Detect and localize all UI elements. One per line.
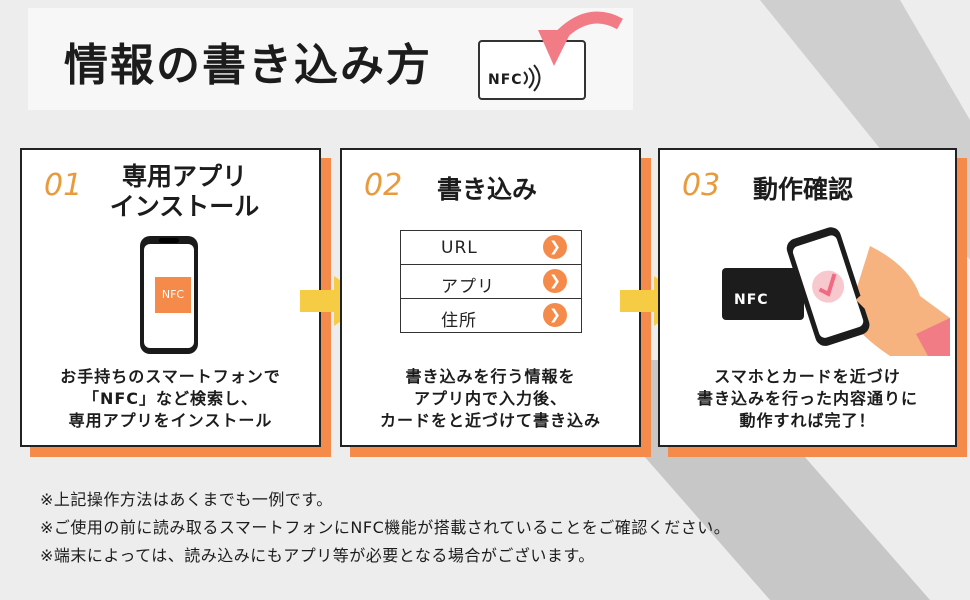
chevron-right-icon[interactable]: ❯: [543, 235, 567, 259]
nfc-app-icon: NFC: [155, 277, 191, 313]
step-1-panel: 01 専用アプリ インストール NFC お手持ちのスマートフォンで 「NFC」な…: [20, 148, 321, 447]
step-1-number: 01: [44, 168, 83, 203]
smartphone-icon: NFC: [140, 236, 198, 354]
phone-screen: NFC: [144, 244, 194, 348]
title-card-label: NFC: [488, 72, 523, 88]
chevron-right-icon[interactable]: ❯: [543, 303, 567, 327]
step-1-heading: 専用アプリ インストール: [82, 162, 287, 222]
note-item: ※上記操作方法はあくまでも一例です。: [40, 490, 333, 509]
step-3-desc-line1: スマホとカードを近づけ: [714, 367, 901, 386]
phone-tap-illustration: [722, 227, 950, 356]
phone-notch: [159, 238, 179, 243]
step-3-desc-line2: 書き込みを行った内容通りに: [696, 389, 918, 408]
step-3-description: スマホとカードを近づけ 書き込みを行った内容通りに 動作すれば完了！: [660, 366, 955, 432]
nfc-card-icon: NFC: [478, 40, 586, 100]
menu-item-label: アプリ: [441, 277, 495, 297]
step-1-desc-line2: 「NFC」など検索し、: [82, 389, 259, 408]
step-2-desc-line1: 書き込みを行う情報を: [405, 367, 576, 386]
step-1-heading-line1: 専用アプリ: [121, 162, 247, 191]
note-item: ※ご使用の前に読み取るスマートフォンにNFC機能が搭載されていることをご確認くだ…: [40, 518, 731, 537]
menu-item-app[interactable]: アプリ ❯: [401, 265, 581, 299]
nfc-card-label: NFC: [734, 292, 769, 308]
menu-item-label: URL: [441, 238, 478, 258]
menu-item-address[interactable]: 住所 ❯: [401, 299, 581, 332]
menu-item-url[interactable]: URL ❯: [401, 231, 581, 265]
step-2-panel: 02 書き込み URL ❯ アプリ ❯ 住所 ❯ 書き込みを行う情報を アプリ内…: [340, 148, 641, 447]
step-1-description: お手持ちのスマートフォンで 「NFC」など検索し、 専用アプリをインストール: [22, 366, 319, 432]
yellow-right-arrow-icon: [620, 276, 690, 326]
step-3-heading: 動作確認: [753, 175, 854, 204]
menu-item-label: 住所: [441, 311, 477, 331]
step-1-heading-line2: インストール: [109, 192, 260, 221]
check-mark-icon: [818, 273, 837, 297]
step-2-number: 02: [364, 168, 403, 203]
step-3-desc-line3: 動作すれば完了！: [739, 411, 876, 430]
note-item: ※端末によっては、読み込みにもアプリ等が必要となる場合がございます。: [40, 546, 595, 565]
step-2-description: 書き込みを行う情報を アプリ内で入力後、 カードをと近づけて書き込み: [342, 366, 639, 432]
step-3-number: 03: [682, 168, 721, 203]
step-3-panel: 03 動作確認 NFC スマホとカードを近づけ 書き込みを行った内容通りに 動作…: [658, 148, 957, 447]
step-1-desc-line1: お手持ちのスマートフォンで: [60, 367, 281, 386]
step-2-desc-line2: アプリ内で入力後、: [413, 389, 567, 408]
step-2-heading: 書き込み: [437, 175, 538, 204]
step-1-desc-line3: 専用アプリをインストール: [68, 411, 273, 430]
pink-curved-arrow-icon: [538, 11, 623, 66]
yellow-right-arrow-icon: [300, 276, 370, 326]
page-title: 情報の書き込み方: [64, 40, 432, 91]
nfc-wave-icon: [523, 64, 541, 92]
chevron-right-icon[interactable]: ❯: [543, 269, 567, 293]
step-2-desc-line3: カードをと近づけて書き込み: [379, 411, 601, 430]
notes: ※上記操作方法はあくまでも一例です。 ※ご使用の前に読み取るスマートフォンにNF…: [40, 486, 730, 570]
input-menu-list: URL ❯ アプリ ❯ 住所 ❯: [400, 230, 582, 333]
